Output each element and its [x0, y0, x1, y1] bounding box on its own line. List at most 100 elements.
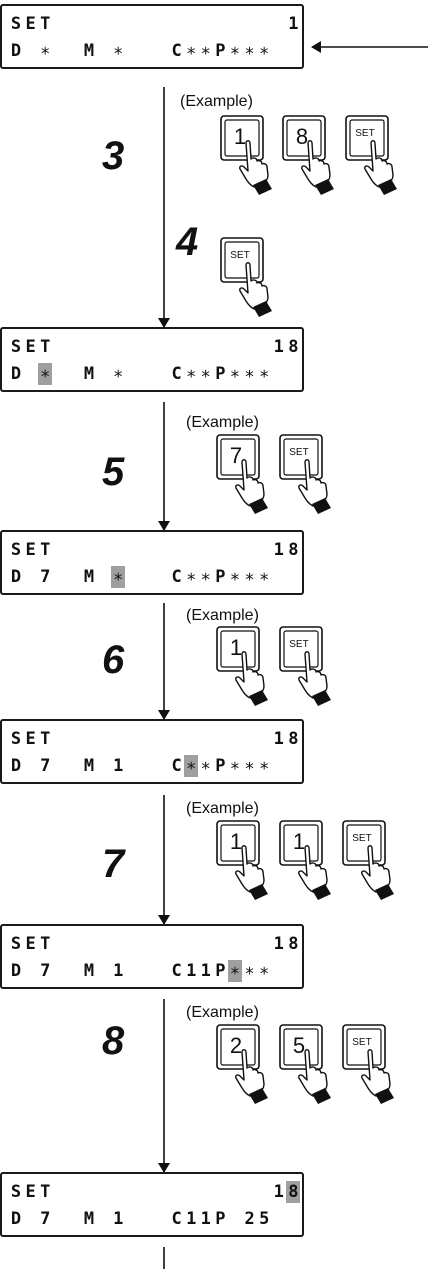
lcd-value-c: ∗ — [200, 756, 211, 776]
key-label: SET — [289, 447, 309, 458]
lcd-id-char: 8 — [288, 337, 299, 357]
lcd-mode-char: T — [40, 729, 51, 749]
lcd-label-p: P — [215, 567, 226, 587]
lcd-value-c: ∗ — [200, 41, 211, 61]
key-graphic — [216, 626, 268, 706]
lcd-label-d: D — [10, 41, 22, 61]
key-label: 1 — [292, 829, 306, 854]
pressing-hand-icon — [298, 459, 331, 514]
set-key: SET — [342, 820, 404, 900]
lcd-value-m: 1 — [113, 961, 124, 981]
step-number-4: 4 — [176, 220, 199, 264]
lcd-value-d: 7 — [40, 567, 51, 587]
example-label: (Example) — [180, 93, 253, 110]
pressing-hand-icon — [235, 1049, 268, 1104]
key-graphic — [279, 1024, 331, 1104]
number-key: 1 — [279, 820, 341, 900]
pressing-hand-icon — [361, 845, 394, 900]
pressing-hand-icon — [235, 845, 268, 900]
pressing-hand-icon — [361, 1049, 394, 1104]
lcd-id-char: 1 — [273, 1182, 284, 1202]
lcd-label-c: C — [171, 567, 182, 587]
lcd-label-p: P — [215, 756, 226, 776]
lcd-label-c: C — [171, 756, 182, 776]
key-label: 7 — [229, 443, 243, 468]
lcd-label-d: D — [10, 364, 22, 384]
lcd-value-c: ∗ — [186, 364, 197, 384]
lcd-value-p: ∗ — [244, 41, 255, 61]
set-key: SET — [279, 434, 341, 514]
pressing-hand-icon — [301, 140, 334, 195]
lcd-id-char: 8 — [288, 729, 299, 749]
lcd-value-p: ∗ — [244, 756, 255, 776]
example-label: (Example) — [186, 800, 259, 817]
lcd-label-p: P — [215, 364, 226, 384]
lcd-value-c: 1 — [200, 961, 211, 981]
lcd-label-m: M — [83, 41, 95, 61]
pressing-hand-icon — [239, 262, 272, 317]
lcd-value-c: ∗ — [184, 755, 199, 777]
lcd-value-p: 5 — [259, 1209, 270, 1229]
lcd-value-m: 1 — [113, 756, 124, 776]
example-label: (Example) — [186, 607, 259, 624]
key-graphic — [220, 115, 272, 195]
lcd-value-d: 7 — [40, 961, 51, 981]
lcd-mode-char: S — [10, 14, 22, 34]
number-key: 1 — [216, 626, 278, 706]
lcd-value-p: ∗ — [259, 364, 270, 384]
lcd-value-p: ∗ — [259, 567, 270, 587]
lcd-value-p: ∗ — [229, 364, 241, 384]
lcd-value-m: ∗ — [113, 364, 124, 384]
lcd-mode-char: E — [25, 540, 36, 560]
pressing-hand-icon — [364, 140, 397, 195]
lcd-value-p: ∗ — [244, 364, 255, 384]
lcd-label-d: D — [10, 756, 22, 776]
lcd-value-c: 1 — [186, 1209, 197, 1229]
key-graphic — [342, 820, 394, 900]
key-label: SET — [352, 1037, 372, 1048]
lcd-mode-char: S — [10, 934, 22, 954]
lcd-value-d: ∗ — [38, 363, 53, 385]
number-key: 7 — [216, 434, 278, 514]
lcd-id-char: 1 — [273, 337, 284, 357]
pressing-hand-icon — [298, 1049, 331, 1104]
lcd-mode-char: E — [25, 934, 36, 954]
lcd-label-p: P — [215, 961, 226, 981]
set-key: SET — [345, 115, 407, 195]
lcd-mode-char: T — [40, 540, 51, 560]
lcd-value-d: ∗ — [40, 41, 51, 61]
key-label: 5 — [292, 1033, 306, 1058]
lcd-id-char: 8 — [288, 934, 299, 954]
key-label: SET — [355, 128, 375, 139]
set-key: SET — [342, 1024, 404, 1104]
lcd-value-m: 1 — [113, 1209, 124, 1229]
lcd-value-p: 2 — [244, 1209, 255, 1229]
step-number-3: 3 — [102, 134, 125, 178]
lcd-label-c: C — [171, 961, 182, 981]
lcd-label-m: M — [83, 756, 95, 776]
lcd-mode-char: S — [10, 337, 22, 357]
lcd-id-char: 8 — [288, 540, 299, 560]
key-label: SET — [289, 639, 309, 650]
lcd-value-c: ∗ — [186, 41, 197, 61]
key-graphic — [342, 1024, 394, 1104]
pressing-hand-icon — [235, 651, 268, 706]
key-graphic — [216, 820, 268, 900]
lcd-value-p: ∗ — [244, 567, 255, 587]
key-label: SET — [352, 833, 372, 844]
key-graphic — [220, 237, 272, 317]
lcd-id-char: 1 — [288, 14, 299, 34]
lcd-label-m: M — [83, 364, 95, 384]
set-key: SET — [279, 626, 341, 706]
step-number-5: 5 — [102, 450, 125, 494]
lcd-value-p: ∗ — [259, 41, 270, 61]
lcd-value-p: ∗ — [229, 41, 241, 61]
set-key: SET — [220, 237, 282, 317]
example-label: (Example) — [186, 1004, 259, 1021]
lcd-mode-char: T — [40, 337, 51, 357]
number-key: 2 — [216, 1024, 278, 1104]
lcd-value-d: 7 — [40, 1209, 51, 1229]
